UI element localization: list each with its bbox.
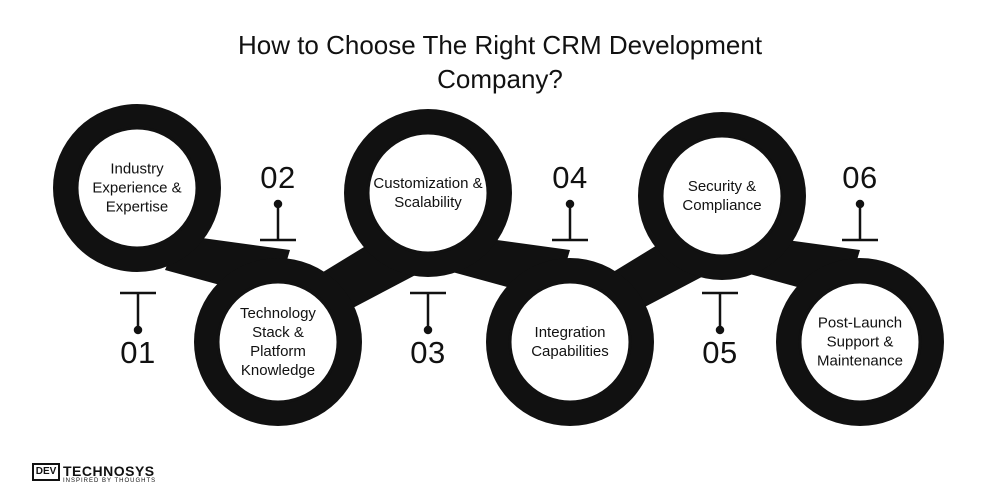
- pin-markers: [120, 199, 878, 335]
- step-circle-01: [53, 104, 221, 272]
- pin-06: [842, 199, 878, 242]
- step-number-01: 01: [120, 335, 156, 370]
- step-label-02: Technology Stack & Platform Knowledge: [240, 305, 316, 379]
- step-number-02: 02: [260, 160, 296, 195]
- step-label-03: Customization & Scalability: [373, 175, 483, 211]
- step-circle-05: [638, 112, 806, 280]
- step-circle-06: [776, 258, 944, 426]
- step-number-03: 03: [410, 335, 446, 370]
- step-label-04: Integration Capabilities: [531, 324, 609, 360]
- step-circles: [53, 104, 944, 426]
- step-label-06: Post-Launch Support & Maintenance: [817, 314, 903, 370]
- page-title: How to Choose The Right CRM Development …: [0, 28, 1000, 96]
- pin-01: [120, 291, 156, 335]
- step-label-05: Security & Compliance: [682, 178, 762, 214]
- pin-03: [410, 291, 446, 335]
- title-line-2: Company?: [437, 64, 563, 94]
- pin-02: [260, 199, 296, 242]
- title-line-1: How to Choose The Right CRM Development: [237, 30, 763, 60]
- step-label-01: Industry Experience & Expertise: [92, 160, 182, 216]
- step-number-05: 05: [702, 335, 738, 370]
- step-circle-02: [194, 258, 362, 426]
- step-circle-03: [344, 109, 512, 277]
- logo-tagline: INSPIRED BY THOUGHTS: [63, 478, 157, 484]
- step-number-04: 04: [552, 160, 588, 195]
- step-circle-04: [486, 258, 654, 426]
- logo-mark: DEV: [32, 463, 60, 481]
- pin-04: [552, 199, 588, 242]
- step-number-06: 06: [842, 160, 878, 195]
- pin-05: [702, 291, 738, 335]
- logo-name: TECHNOSYS: [63, 463, 155, 479]
